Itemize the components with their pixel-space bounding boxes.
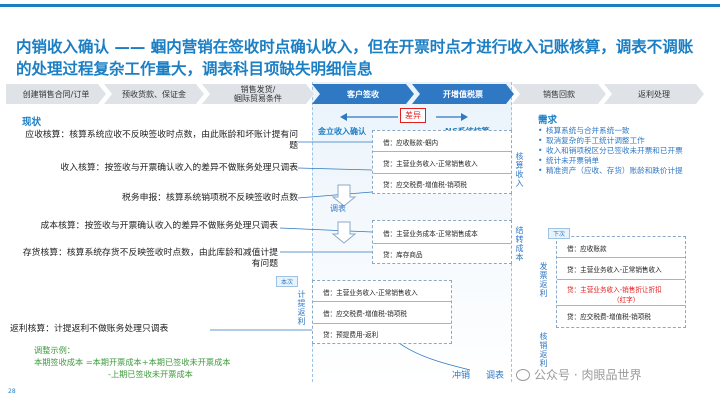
vlabel-invoice-rebate: 发票返利 xyxy=(539,262,548,298)
vlabel-revenue: 核算收入 xyxy=(515,152,524,188)
step-customer-sign: 客户签收 xyxy=(312,84,414,104)
status-heading: 现状 xyxy=(22,117,42,128)
vlabel-writeoff-rebate: 核销返利 xyxy=(539,332,548,368)
col-revenue-recognition: 金立收入确认 xyxy=(318,127,366,136)
entry-rebate-tax: 借：应交税费-增值税-销项税 xyxy=(323,310,407,318)
step-invoice: 开增值税票 xyxy=(412,84,514,104)
entry-red-note: （红字） xyxy=(613,296,640,304)
label-adjust-table: 调表 xyxy=(330,204,346,213)
label-offset: 冲销 xyxy=(452,371,471,381)
page-title: 内销收入确认 —— 蝈内营销在签收时点确认收入，但在开票时点才进行收入记账核算，… xyxy=(16,38,694,78)
entry-discount: 贷：主营业务收入-销售折让折扣 xyxy=(567,286,662,294)
entry-output-tax: 贷：应交税费-增值税-销项税 xyxy=(383,181,467,189)
vlabel-cost: 结转成本 xyxy=(515,226,524,262)
entry-vat-output: 贷：应交税费-增值税-销项税 xyxy=(567,313,651,321)
need-item: 统计未开票销单 xyxy=(538,156,716,166)
example-formula-line1: 本期签收成本 =本期开票成本+本期已签收未开票成本 xyxy=(34,357,231,367)
needs-list: 核算系统与合并系统一致 取消复杂的手工统计调整工作 收入和销项税区分已签收未开票… xyxy=(538,126,716,176)
difference-badge: 差异 xyxy=(400,108,426,123)
step-delivery: 销售发货/ 蝈际贸易条件 xyxy=(202,84,314,104)
entry-normal-revenue: 贷：主营业务收入-正常销售收入 xyxy=(567,266,662,274)
status-tax: 税务申报：核算系统销项税不反映签收时点数 xyxy=(122,193,298,203)
t-account-rebate: 借：主营业务收入-正常销售收入 借：应交税费-增值税-销项税 贷：预提费用-返利 xyxy=(312,280,452,344)
tag-current: 本次 xyxy=(276,276,299,287)
status-inventory: 存货核算：核算系统存货不反映签收时点数，由此库龄和减值计提有问题 xyxy=(22,248,278,269)
tag-next: 下次 xyxy=(548,228,571,239)
entry-inventory: 贷：库存商品 xyxy=(383,251,423,259)
status-revenue: 收入核算：按签收与开票确认收入的差异不做账务处理只调表 xyxy=(60,163,298,173)
wechat-icon xyxy=(516,368,530,381)
step-prepay: 预收货款、保证金 xyxy=(104,84,204,104)
step-rebate: 返利处理 xyxy=(604,84,704,104)
t-account-cost: 借：主营业务成本-正常销售成本 贷：库存商品 xyxy=(372,220,512,264)
entry-rebate-revenue: 借：主营业务收入-正常销售收入 xyxy=(323,289,418,297)
example-title: 调整示例： xyxy=(34,345,75,355)
difference-arrow xyxy=(340,113,468,121)
need-item: 核算系统与合并系统一致 xyxy=(538,126,716,136)
need-item: 取消复杂的手工统计调整工作 xyxy=(538,136,716,146)
page-number: 28 xyxy=(8,388,16,395)
step-collection: 销售回款 xyxy=(512,84,606,104)
entry-accrued-rebate: 贷：预提费用-返利 xyxy=(323,331,379,339)
needs-heading: 需求 xyxy=(538,115,558,126)
status-cost: 成本核算：按签收与开票确认收入的差异不做账务处理只调表 xyxy=(40,221,278,231)
step-create-order: 创建销售合同/订单 xyxy=(6,84,106,104)
watermark-text: 公众号 · 肉眼品世界 xyxy=(534,368,642,382)
need-item: 精准资产（应收、存货）账龄和跌价计提 xyxy=(538,166,716,176)
entry-cost: 借：主营业务成本-正常销售成本 xyxy=(383,230,478,238)
top-accent-line xyxy=(0,4,720,7)
entry-ar: 借：应收账款 xyxy=(567,245,607,253)
t-account-revenue: 借：应收账款-蝈内 贷：主营业务收入-正常销售收入 贷：应交税费-增值税-销项税 xyxy=(372,130,512,194)
status-rebate: 返利核算：计提返利不做账务处理只调表 xyxy=(10,324,169,334)
status-receivable: 应收核算：核算系统应收不反映签收时点数，由此账龄和坏账计提有问题 xyxy=(25,130,298,151)
entry-receivable: 借：应收账款-蝈内 xyxy=(383,139,439,147)
label-adjust-table-2: 调表 xyxy=(486,371,505,381)
t-account-invoice-rebate: 借：应收账款 贷：主营业务收入-正常销售收入 贷：主营业务收入-销售折让折扣 （… xyxy=(556,236,686,328)
entry-revenue: 贷：主营业务收入-正常销售收入 xyxy=(383,160,478,168)
example-formula-line2: -上期已签收未开票成本 xyxy=(108,369,193,379)
watermark: 公众号 · 肉眼品世界 xyxy=(516,366,641,383)
vlabel-accrue-rebate: 计提返利 xyxy=(297,290,306,326)
need-item: 收入和销项税区分已签收未开票和已开票 xyxy=(538,146,716,156)
